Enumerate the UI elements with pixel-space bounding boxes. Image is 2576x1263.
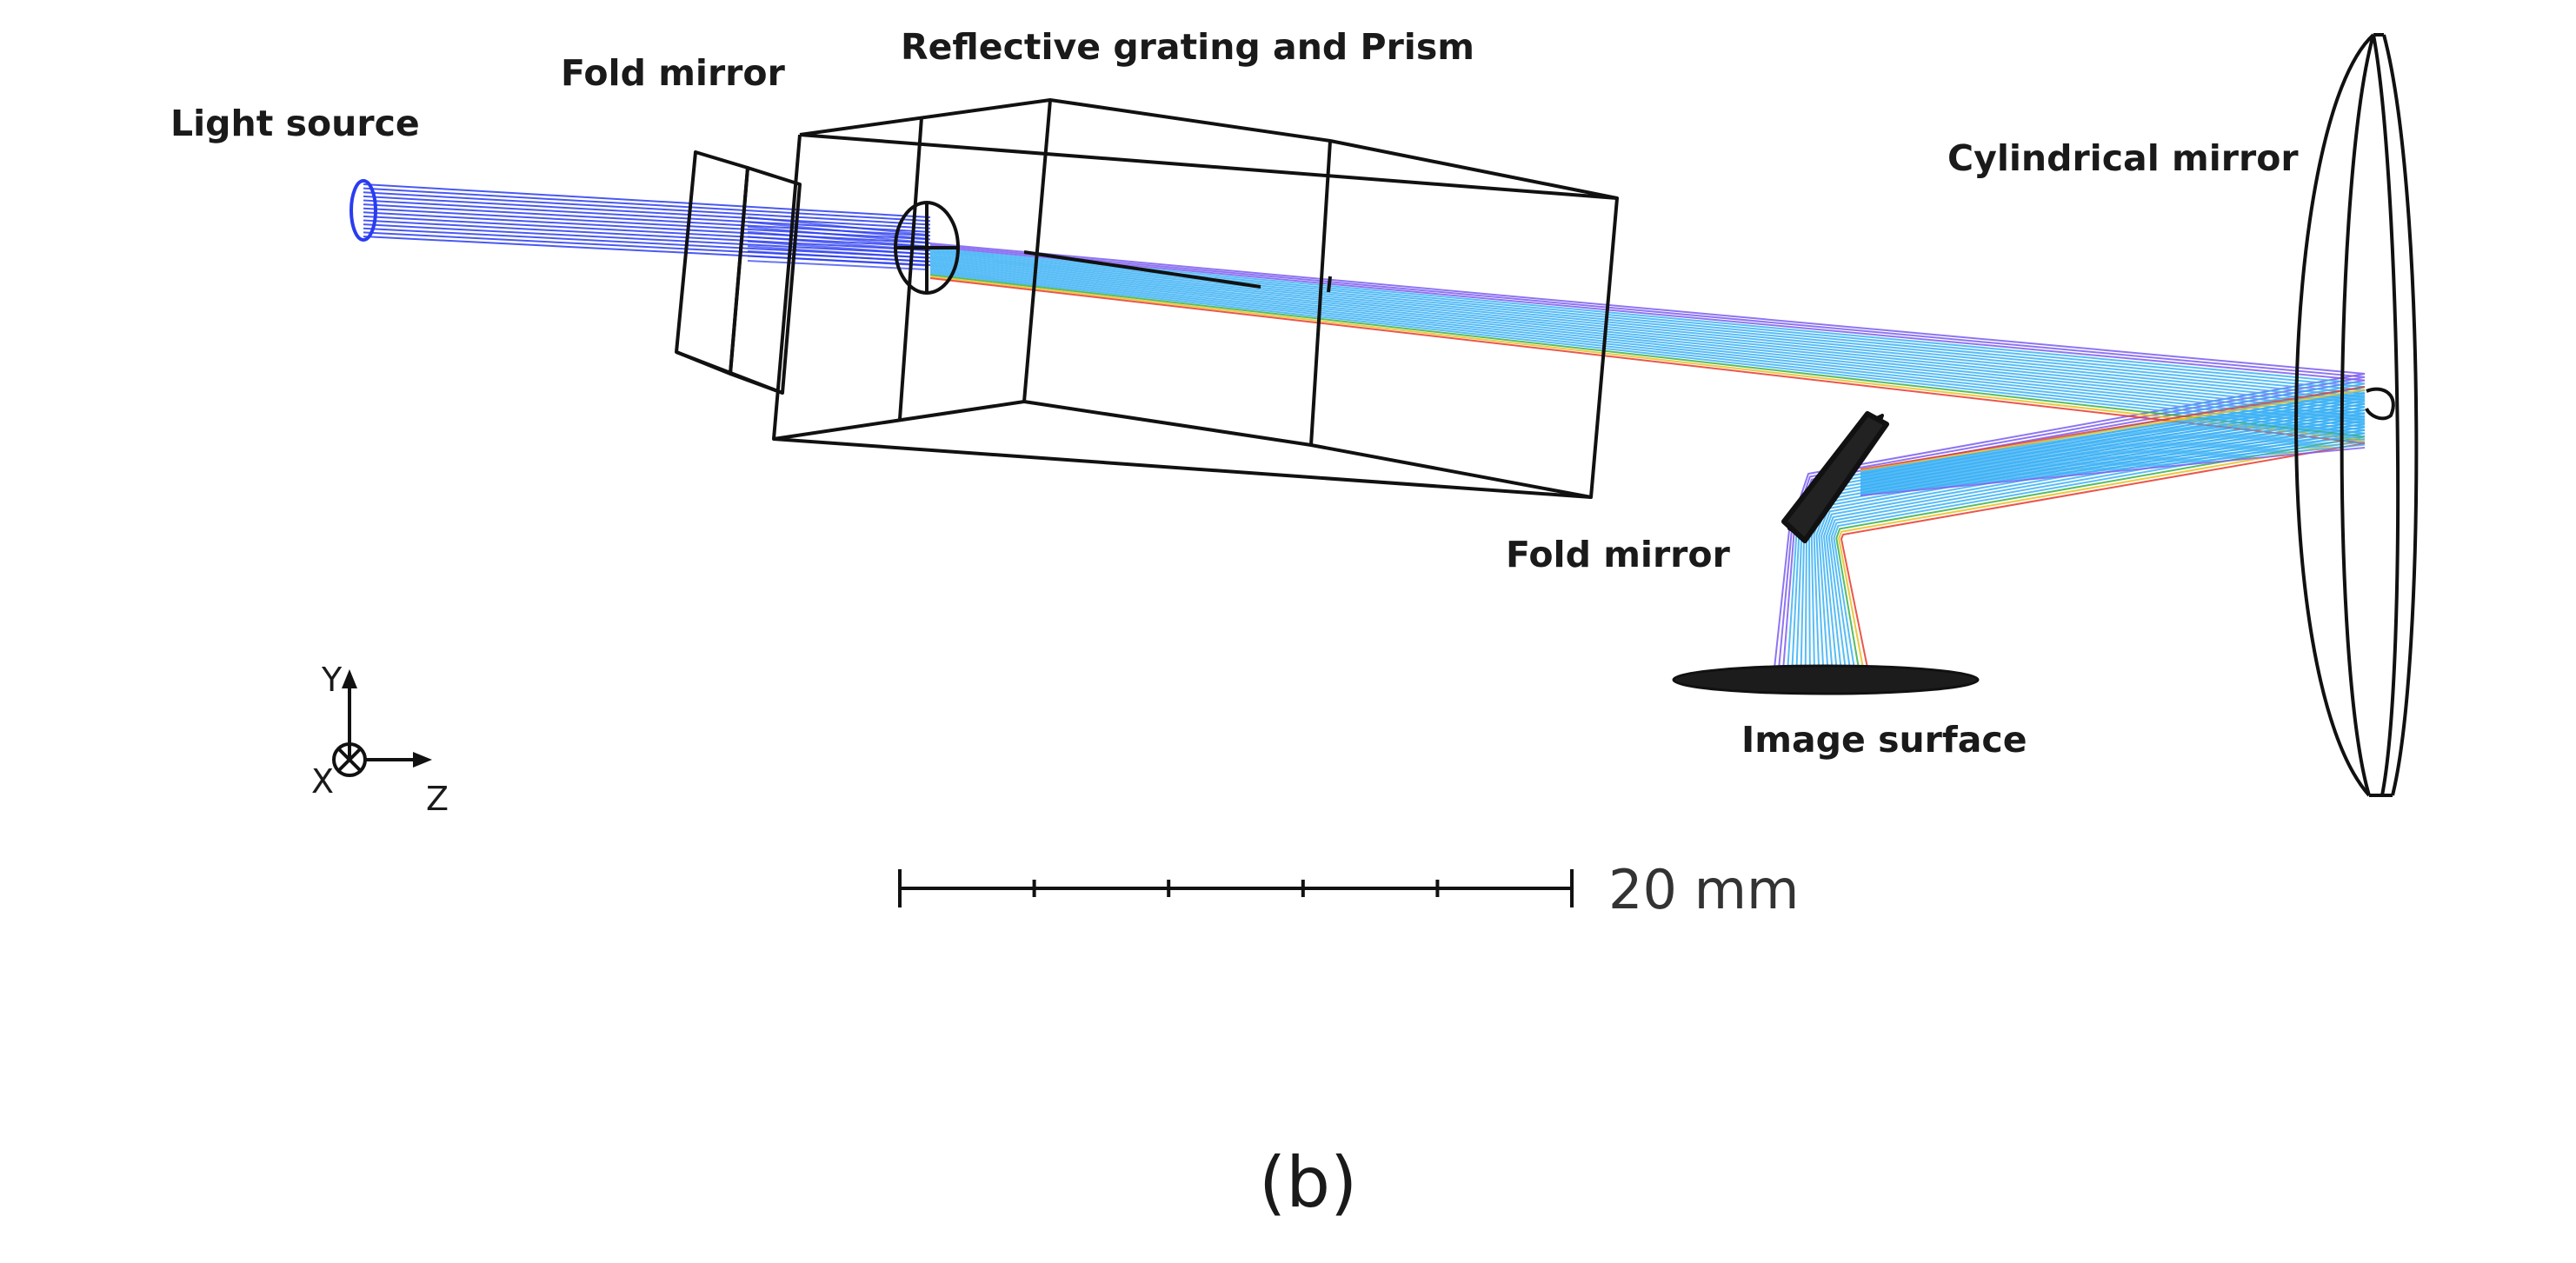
return-ray bbox=[1860, 391, 2366, 473]
image-surface bbox=[1672, 664, 1980, 695]
input-ray bbox=[363, 219, 931, 252]
axis-label-y: Y bbox=[321, 661, 343, 699]
return-ray bbox=[1860, 443, 2366, 495]
dispersed-ray bbox=[929, 272, 2366, 677]
label-image-surface: Image surface bbox=[1741, 719, 2027, 761]
input-ray bbox=[363, 211, 931, 244]
label-cylindrical-mirror: Cylindrical mirror bbox=[1947, 137, 2299, 179]
return-ray bbox=[1860, 397, 2366, 475]
return-ray bbox=[1860, 400, 2366, 477]
return-ray bbox=[1860, 395, 2366, 475]
dispersed-ray bbox=[929, 270, 2366, 677]
return-ray bbox=[1860, 441, 2366, 495]
label-fold-mirror-1: Fold mirror bbox=[561, 52, 786, 94]
label-grating-prism: Reflective grating and Prism bbox=[901, 26, 1474, 68]
return-ray bbox=[1860, 403, 2366, 478]
grating-prism-wireframe bbox=[772, 98, 1619, 499]
return-ray bbox=[1860, 432, 2366, 490]
return-ray bbox=[1860, 421, 2366, 486]
return-ray bbox=[1860, 423, 2366, 487]
return-ray bbox=[1860, 412, 2366, 482]
return-ray bbox=[1860, 409, 2366, 481]
return-ray bbox=[1860, 429, 2366, 489]
input-ray bbox=[363, 227, 931, 259]
dispersed-ray bbox=[929, 245, 2366, 677]
input-ray bbox=[363, 191, 931, 226]
dispersed-ray bbox=[929, 243, 2366, 677]
dispersed-ray bbox=[929, 267, 2366, 677]
return-ray bbox=[1860, 389, 2366, 472]
dispersed-ray bbox=[929, 277, 2366, 677]
axis-label-x: X bbox=[311, 762, 334, 801]
scale-bar bbox=[898, 869, 1574, 907]
return-ray bbox=[1860, 386, 2366, 470]
input-light-beam bbox=[363, 183, 931, 270]
return-ray bbox=[1860, 415, 2366, 483]
x-axis-into-page-icon bbox=[332, 742, 367, 777]
cylindrical-mirror bbox=[2294, 33, 2419, 797]
axis-label-z: Z bbox=[426, 780, 449, 818]
input-ray bbox=[363, 223, 931, 256]
input-ray bbox=[363, 183, 931, 218]
grating-element bbox=[894, 201, 960, 295]
dispersed-ray bbox=[929, 269, 2366, 677]
dispersed-ray bbox=[929, 276, 2366, 677]
return-ray bbox=[1860, 435, 2366, 492]
dispersed-ray bbox=[929, 274, 2366, 677]
fold-mirror-1 bbox=[675, 150, 802, 395]
input-ray bbox=[363, 215, 931, 248]
coordinate-axes: Y X Z bbox=[311, 661, 449, 818]
fold-mirror-2 bbox=[1781, 411, 1889, 543]
scale-bar-label: 20 mm bbox=[1608, 858, 1799, 921]
dispersed-light-beam bbox=[929, 243, 2366, 677]
input-ray bbox=[363, 187, 931, 223]
light-source-aperture bbox=[349, 179, 377, 242]
input-ray bbox=[363, 195, 931, 229]
label-light-source: Light source bbox=[170, 103, 420, 144]
return-ray bbox=[1860, 406, 2366, 479]
dispersed-ray bbox=[929, 263, 2366, 677]
dispersed-ray bbox=[929, 243, 2366, 677]
return-ray bbox=[1860, 447, 2366, 496]
figure-caption: (b) bbox=[1259, 1142, 1357, 1223]
label-fold-mirror-2: Fold mirror bbox=[1506, 534, 1731, 575]
return-ray bbox=[1860, 426, 2366, 488]
dispersed-ray bbox=[929, 265, 2366, 677]
input-ray bbox=[363, 199, 931, 233]
return-ray bbox=[1860, 438, 2366, 493]
return-ray bbox=[1860, 417, 2366, 484]
